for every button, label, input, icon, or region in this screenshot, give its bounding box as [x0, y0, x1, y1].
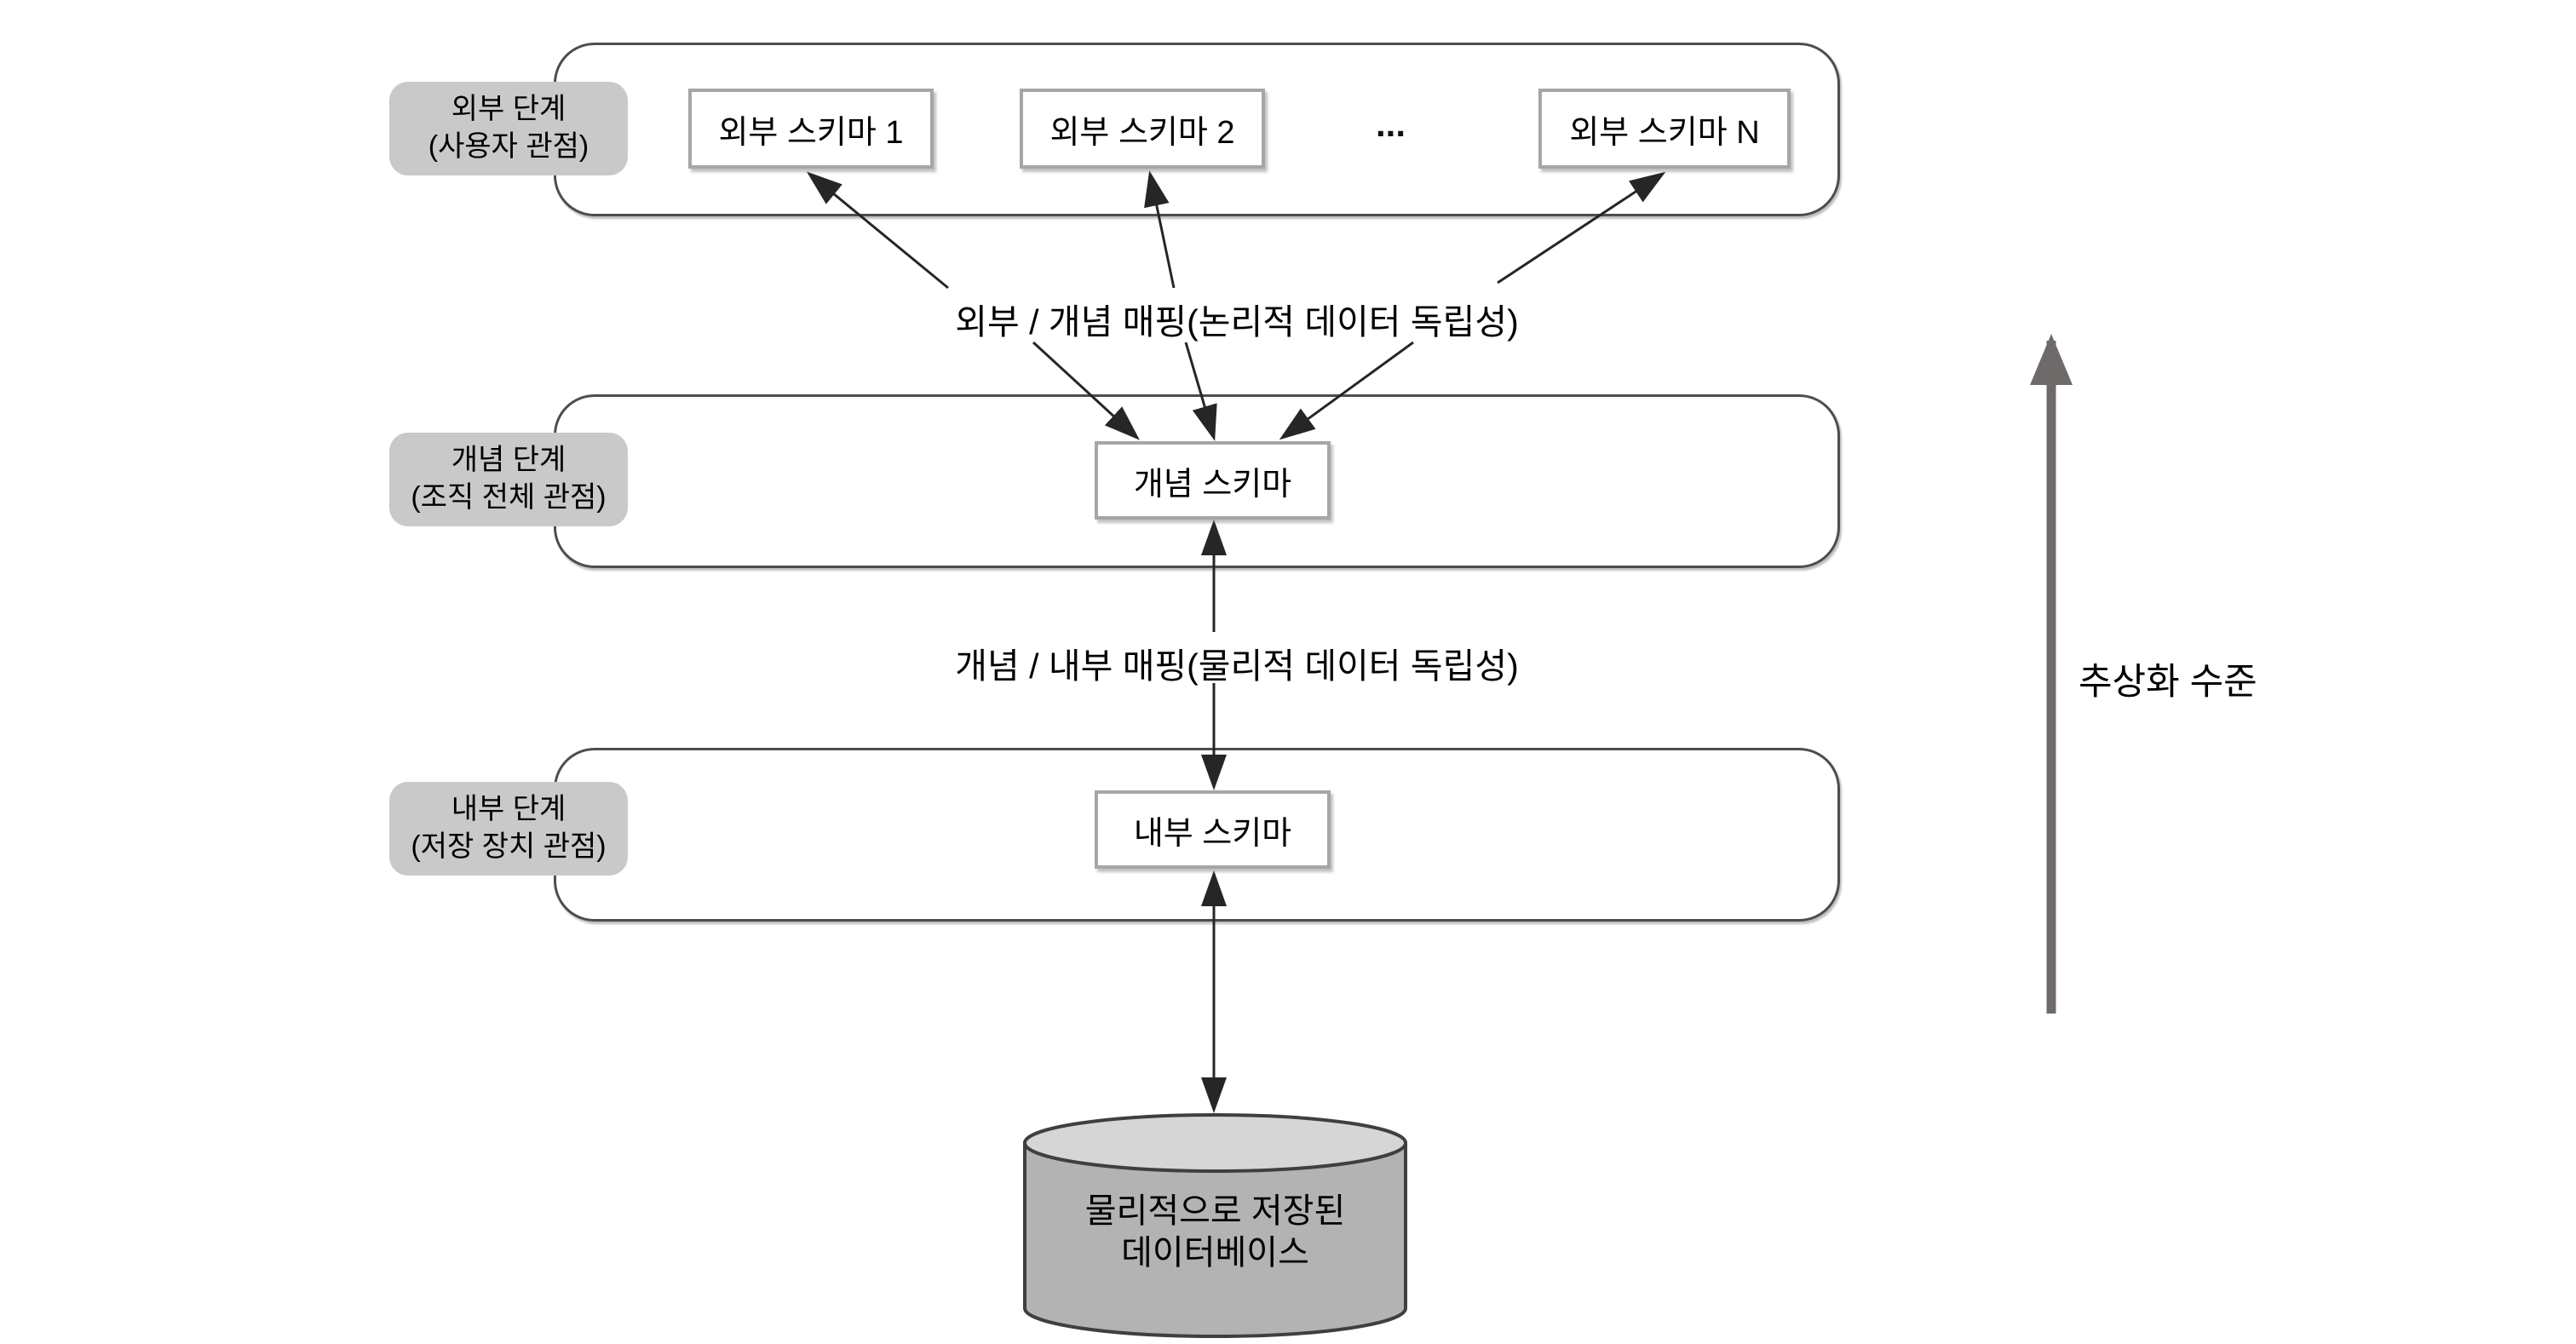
abstraction-axis-label: 추상화 수준	[2079, 662, 2257, 703]
arrow-external1-to-conceptual-lower	[1032, 341, 1140, 440]
external-conceptual-mapping-text: 외부 / 개념 매핑(논리적 데이터 독립성)	[955, 302, 1519, 342]
database-label-line2: 데이터베이스	[1121, 1233, 1309, 1272]
conceptual-level-label: 개념 단계 (조직 전체 관점)	[389, 433, 628, 526]
cylinder-top	[1023, 1113, 1407, 1173]
external-level-label-line1: 외부 단계	[451, 93, 566, 126]
arrow-external2-to-conceptual-upper	[1144, 170, 1176, 289]
ellipsis-text: ...	[1376, 104, 1406, 144]
external-schema-1-box: 외부 스키마 1	[688, 89, 934, 169]
internal-level-label-line1: 내부 단계	[451, 793, 566, 826]
internal-level-label-line2: (저장 장치 관점)	[411, 830, 607, 863]
cylinder-body	[1023, 1141, 1407, 1338]
conceptual-schema-box: 개념 스키마	[1095, 441, 1331, 520]
conceptual-level-label-line2: (조직 전체 관점)	[411, 481, 607, 514]
conceptual-internal-mapping-text: 개념 / 내부 매핑(물리적 데이터 독립성)	[955, 646, 1519, 686]
database-cylinder	[1023, 1113, 1407, 1338]
arrow-external2-to-conceptual-lower	[1184, 342, 1217, 441]
internal-schema-box: 내부 스키마	[1095, 790, 1331, 869]
external-schema-n-box: 외부 스키마 N	[1538, 89, 1791, 169]
database-label: 물리적으로 저장된 데이터베이스	[1025, 1191, 1406, 1274]
arrow-external1-to-conceptual-upper	[806, 171, 949, 290]
external-schema-2-box: 외부 스키마 2	[1020, 89, 1265, 169]
arrow-externalN-to-conceptual-upper	[1497, 171, 1666, 284]
internal-level-label: 내부 단계 (저장 장치 관점)	[389, 782, 628, 876]
external-level-label: 외부 단계 (사용자 관점)	[389, 82, 628, 175]
database-label-line1: 물리적으로 저장된	[1084, 1192, 1346, 1230]
conceptual-level-label-line1: 개념 단계	[451, 444, 566, 477]
external-level-label-line2: (사용자 관점)	[428, 130, 589, 163]
arrow-externalN-to-conceptual-lower	[1279, 341, 1414, 440]
